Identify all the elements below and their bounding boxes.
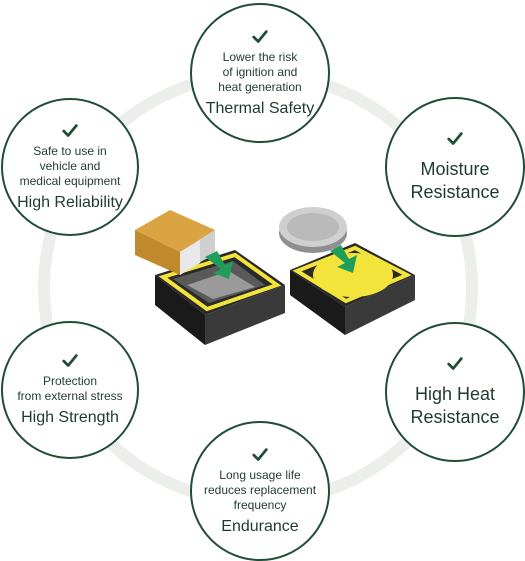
feature-description: Protection from external stress <box>17 374 123 403</box>
components-illustration <box>135 207 415 345</box>
feature-description: Lower the risk of ignition and heat gene… <box>218 49 302 94</box>
feature-title: Thermal Safety <box>205 99 315 117</box>
feature-high-strength: Protection from external stress High Str… <box>1 321 139 459</box>
arrow-icon <box>205 251 233 279</box>
check-icon <box>252 29 268 43</box>
check-icon <box>62 354 78 367</box>
chip-battery-icon <box>135 210 215 275</box>
feature-title: Moisture Resistance <box>410 159 500 202</box>
feature-title: High Reliability <box>17 193 123 211</box>
feature-description: Safe to use in vehicle and medical equip… <box>19 143 121 188</box>
check-icon <box>252 447 268 461</box>
feature-high-heat-resistance: High Heat Resistance <box>385 322 525 462</box>
check-icon <box>62 123 78 137</box>
arrow-icon <box>330 245 357 273</box>
feature-thermal-safety: Lower the risk of ignition and heat gene… <box>190 3 330 143</box>
feature-description: Long usage life reduces replacement freq… <box>203 467 317 512</box>
feature-title: Endurance <box>221 517 299 535</box>
coin-battery-icon <box>279 207 347 253</box>
feature-moisture-resistance: Moisture Resistance <box>385 97 525 237</box>
feature-high-reliability: Safe to use in vehicle and medical equip… <box>1 98 139 236</box>
check-icon <box>447 132 463 145</box>
feature-title: High Heat Resistance <box>410 384 500 427</box>
feature-endurance: Long usage life reduces replacement freq… <box>190 421 330 561</box>
feature-title: High Strength <box>21 409 119 426</box>
coin-socket <box>290 243 415 335</box>
check-icon <box>447 357 463 370</box>
